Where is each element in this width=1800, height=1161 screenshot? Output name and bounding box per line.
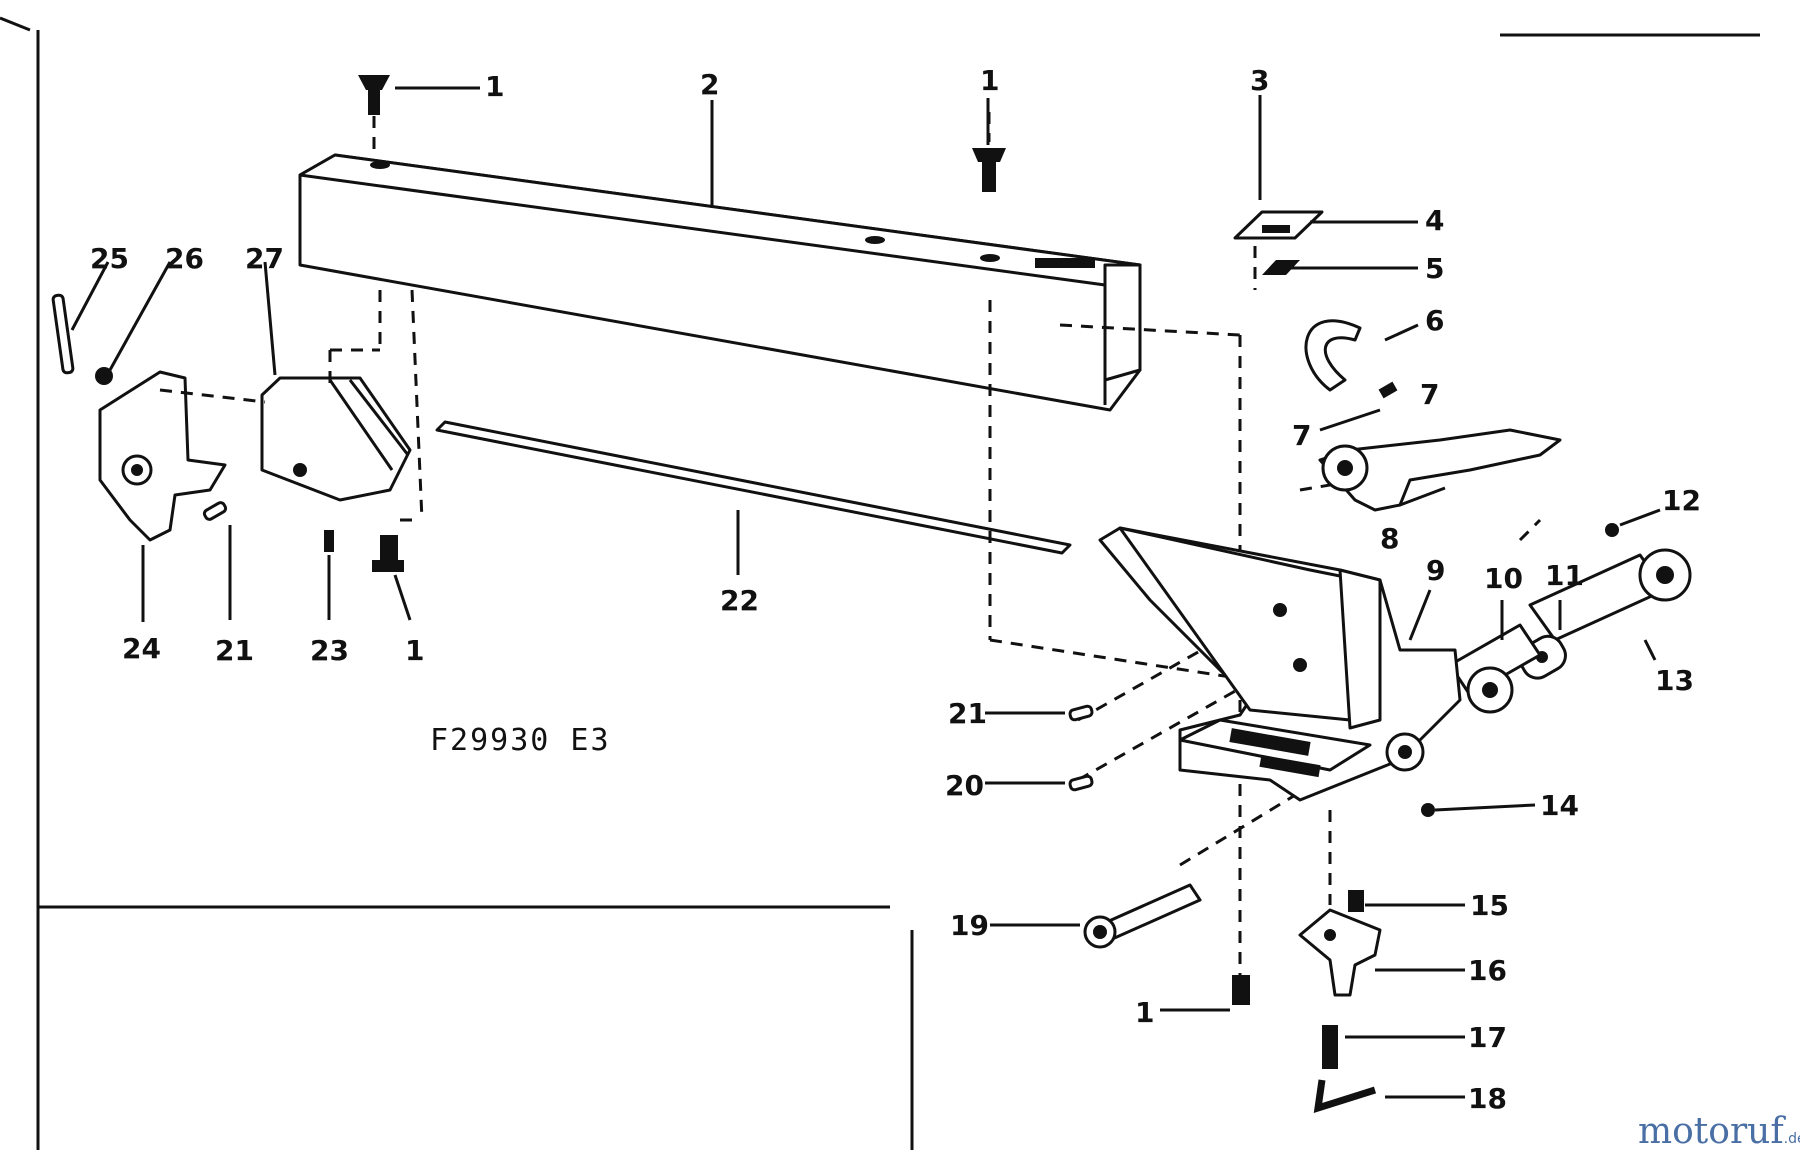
- callout-3: 3: [1250, 64, 1269, 97]
- callout-26: 26: [165, 242, 204, 275]
- fence-bar-part: [298, 153, 1142, 412]
- callout-12: 12: [1662, 484, 1701, 517]
- callout-7-upper: 7: [1420, 378, 1439, 411]
- callout-7-lower: 7: [1292, 419, 1311, 452]
- callout-2: 2: [700, 68, 719, 101]
- screws-top: [358, 75, 1006, 192]
- handle-parts: [1528, 523, 1692, 642]
- callout-9: 9: [1426, 554, 1445, 587]
- callout-10: 10: [1484, 562, 1523, 595]
- block-part: [260, 376, 412, 502]
- pins-right: [1068, 704, 1435, 817]
- callout-13: 13: [1655, 664, 1694, 697]
- callout-20: 20: [945, 769, 984, 802]
- callout-17: 17: [1468, 1021, 1507, 1054]
- head-casting-part: [1098, 526, 1462, 802]
- bracket-part: [98, 370, 227, 542]
- callout-11: 11: [1545, 559, 1584, 592]
- callout-5: 5: [1425, 252, 1444, 285]
- callout-labels: 1 2 1 3 4 5 6 7 7 8 9 10 11 12 13 14 15 …: [90, 64, 1701, 1115]
- callout-25: 25: [90, 242, 129, 275]
- callout-15: 15: [1470, 889, 1509, 922]
- callout-8: 8: [1380, 522, 1399, 555]
- svg-text:motoruf.de: motoruf.de: [1638, 1111, 1800, 1152]
- watermark-logo: motoruf.de: [1638, 1111, 1800, 1152]
- callout-24: 24: [122, 632, 161, 665]
- callout-6: 6: [1425, 304, 1444, 337]
- drawing-code: F29930 E3: [430, 723, 611, 758]
- watermark-suffix: .de: [1784, 1131, 1800, 1147]
- callout-22: 22: [720, 584, 759, 617]
- callout-19: 19: [950, 909, 989, 942]
- callout-1-top-mid: 1: [980, 64, 999, 97]
- lower-hardware: [1232, 890, 1382, 1114]
- callout-27: 27: [245, 242, 284, 275]
- callout-arrows: [70, 86, 1661, 1099]
- clip-part: [1304, 319, 1362, 392]
- spring-washer-parts: [1448, 623, 1567, 714]
- lever-part: [1318, 381, 1562, 512]
- frame-lines: [0, 16, 1760, 1150]
- plate-parts: [1233, 210, 1324, 275]
- rod-part: [435, 420, 1072, 555]
- callout-16: 16: [1468, 954, 1507, 987]
- callout-23: 23: [310, 634, 349, 667]
- callout-1-bottom-left: 1: [405, 634, 424, 667]
- callout-21-left: 21: [215, 634, 254, 667]
- watermark-part-a: motoruf: [1638, 1111, 1786, 1152]
- callout-14: 14: [1540, 789, 1579, 822]
- left-hardware: [51, 293, 404, 572]
- callout-1-top-left: 1: [485, 70, 504, 103]
- callout-21-right: 21: [948, 697, 987, 730]
- callout-4: 4: [1425, 204, 1444, 237]
- callout-1-bottom-right: 1: [1135, 996, 1154, 1029]
- bolt-part: [1083, 883, 1202, 949]
- callout-18: 18: [1468, 1082, 1507, 1115]
